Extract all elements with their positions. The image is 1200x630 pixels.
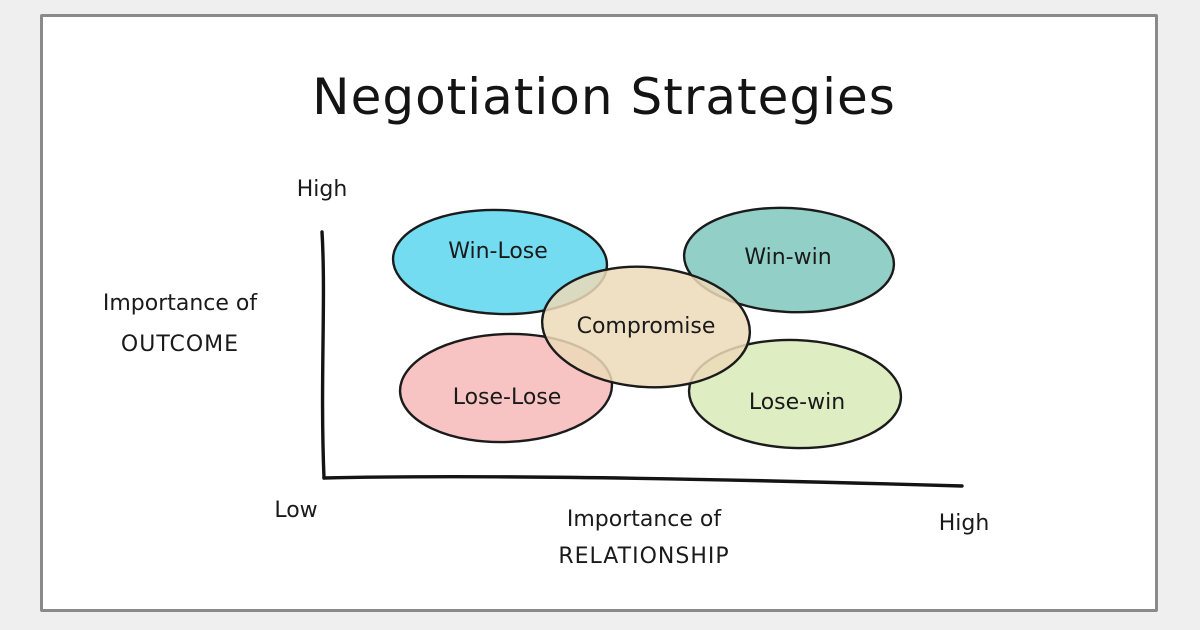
diagram-title: Negotiation Strategies (312, 68, 896, 126)
x-axis-line (322, 475, 964, 488)
lose-win-region (687, 338, 903, 450)
lose-win-label: Lose-win (749, 390, 845, 415)
y-axis-caption-line2: OUTCOME (121, 332, 239, 357)
win-lose-region (391, 208, 609, 316)
y-axis-caption-line1: Importance of (103, 291, 259, 316)
y-axis-low-label: Low (274, 498, 317, 523)
compromise-region (540, 265, 752, 389)
lose-lose-label: Lose-Lose (453, 385, 562, 410)
x-axis-high-label: High (939, 511, 990, 536)
x-axis-caption-line1: Importance of (567, 507, 723, 532)
win-win-region (682, 206, 896, 314)
y-axis-line (320, 230, 326, 480)
y-axis-high-label: High (297, 177, 348, 202)
win-lose-label: Win-Lose (448, 239, 548, 264)
x-axis-caption-line2: RELATIONSHIP (558, 544, 729, 569)
lose-lose-region (398, 332, 614, 444)
win-win-label: Win-win (744, 245, 831, 270)
compromise-label: Compromise (577, 314, 716, 339)
